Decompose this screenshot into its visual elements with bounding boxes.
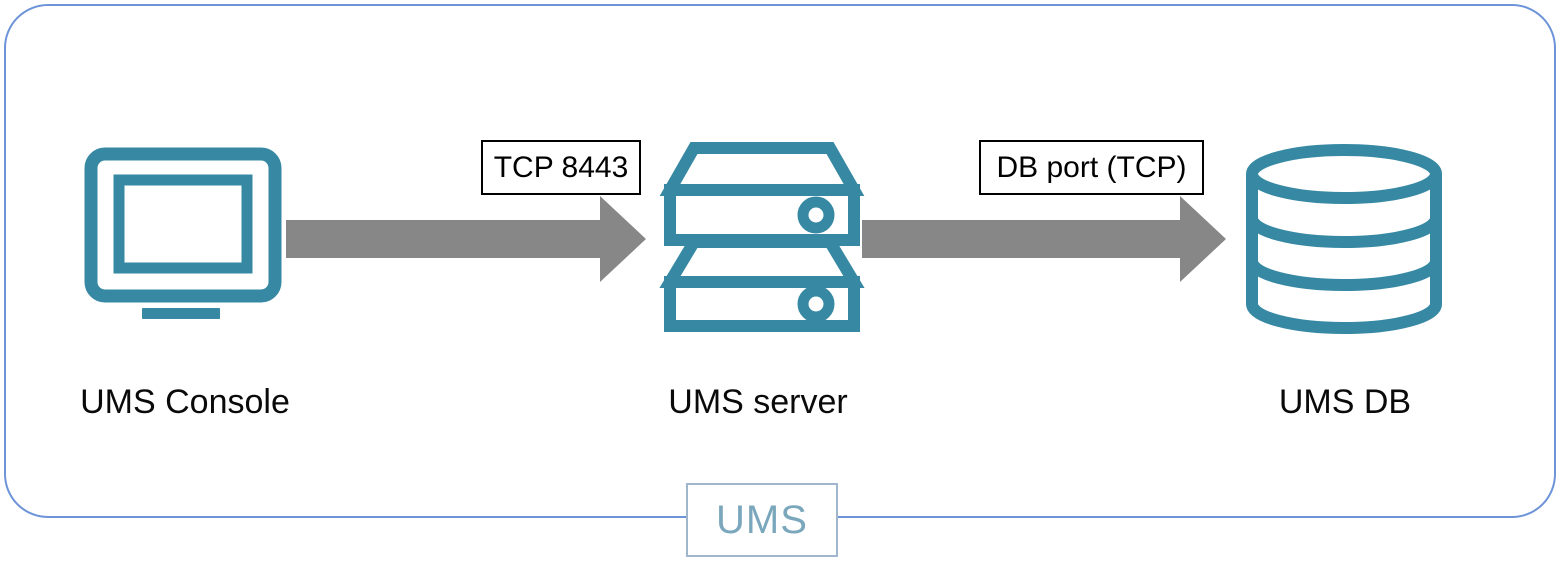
node-label-ums-db: UMS DB [1278, 383, 1412, 421]
ums-zone-badge: UMS [686, 483, 838, 557]
connection-console-to-server-arrow [286, 196, 650, 282]
port-label-db-port-text: DB port (TCP) [996, 150, 1187, 184]
node-ums-db[interactable] [1244, 144, 1444, 336]
monitor-icon [84, 147, 282, 319]
ums-zone-badge-text: UMS [716, 498, 808, 542]
node-label-ums-server: UMS server [668, 383, 848, 421]
right-arrow-icon [862, 196, 1226, 282]
port-label-tcp-8443-text: TCP 8443 [493, 150, 629, 184]
right-arrow-icon [286, 196, 646, 282]
node-ums-server[interactable] [659, 142, 865, 332]
node-label-ums-console: UMS Console [80, 383, 290, 421]
connection-server-to-db-arrow [862, 196, 1230, 282]
port-label-db-port: DB port (TCP) [979, 140, 1204, 195]
node-ums-console[interactable] [84, 147, 284, 328]
database-cylinder-icon [1246, 144, 1442, 334]
server-stack-icon [659, 142, 865, 332]
port-label-tcp-8443: TCP 8443 [481, 140, 641, 195]
